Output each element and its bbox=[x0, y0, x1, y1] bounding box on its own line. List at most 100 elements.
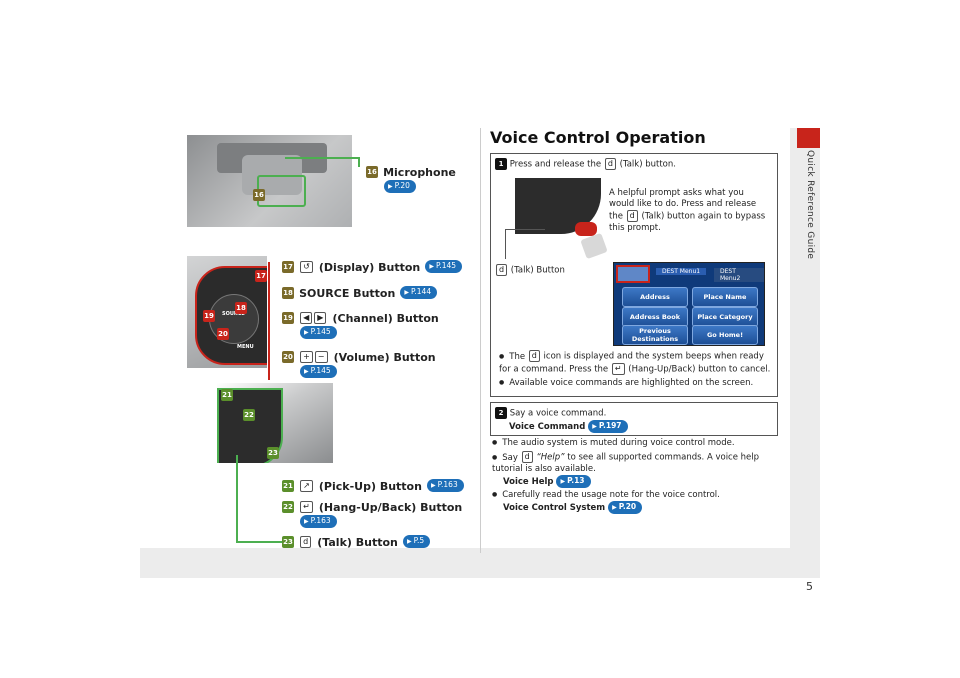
screen-btn-previous-destinations[interactable]: Previous Destinations bbox=[622, 325, 688, 345]
talk-icon: d bbox=[604, 158, 616, 170]
badge-22-label: 22 bbox=[282, 500, 294, 513]
pickup-text: (Pick-Up) Button bbox=[318, 480, 422, 493]
ref-link[interactable]: P.144 bbox=[400, 286, 438, 299]
talk-text: (Talk) Button bbox=[317, 536, 398, 549]
voice-icon bbox=[616, 265, 650, 283]
voice-control-system-link[interactable]: Voice Control System bbox=[503, 503, 606, 513]
ref-link[interactable]: P.13 bbox=[556, 474, 591, 488]
prompt-note-b: (Talk) button again to bypass this promp… bbox=[609, 211, 766, 233]
badge-23-label: 23 bbox=[282, 535, 294, 548]
green-callout-line bbox=[236, 455, 238, 543]
arrow-icon bbox=[580, 232, 608, 260]
channel-button-label: 19 ◀▶ (Channel) Button bbox=[282, 307, 439, 326]
bullet-text: Available voice commands are highlighted… bbox=[499, 378, 753, 388]
hangup-button-label: 22 ↵ (Hang-Up/Back) Button bbox=[282, 496, 462, 515]
ref-link[interactable]: P.20 bbox=[384, 180, 416, 193]
screen-btn-place-category[interactable]: Place Category bbox=[692, 307, 758, 327]
talk-icon: d bbox=[496, 264, 508, 276]
page-number: 5 bbox=[806, 580, 813, 593]
step-1-box: 1 Press and release the d (Talk) button.… bbox=[490, 153, 778, 397]
note-2: Say d “Help” to see all supported comman… bbox=[492, 451, 772, 488]
ref-link[interactable]: P.145 bbox=[425, 260, 463, 273]
badge-16: 16 bbox=[253, 189, 265, 201]
talk-icon: d bbox=[528, 350, 540, 362]
microphone-label: 16 Microphone bbox=[366, 161, 456, 180]
bullet-text-b: icon is displayed and the system beeps w… bbox=[499, 351, 764, 375]
talk-button-photo bbox=[515, 178, 601, 236]
ref-link[interactable]: P.20 bbox=[608, 501, 643, 514]
screen-btn-address[interactable]: Address bbox=[622, 287, 688, 307]
microphone-text: Microphone bbox=[383, 166, 456, 179]
hangup-icon: ↵ bbox=[611, 362, 625, 375]
badge-21: 21 bbox=[221, 389, 233, 401]
screen-tab-1[interactable]: DEST Menu1 bbox=[656, 268, 707, 275]
badge-20-label: 20 bbox=[282, 350, 294, 363]
talk-button-label: 23 d (Talk) Button P.5 bbox=[282, 531, 431, 550]
badge-19: 19 bbox=[203, 310, 215, 322]
volume-button-label: 20 +− (Volume) Button bbox=[282, 346, 436, 365]
note-text: The audio system is muted during voice c… bbox=[492, 438, 735, 448]
badge-23: 23 bbox=[267, 447, 279, 459]
note-text-a: Say bbox=[492, 453, 518, 463]
hangup-text: (Hang-Up/Back) Button bbox=[318, 501, 463, 514]
channel-text: (Channel) Button bbox=[332, 312, 439, 325]
side-strip bbox=[790, 128, 820, 548]
source-button-text: SOURCE Button bbox=[299, 287, 396, 300]
screen-tab-2[interactable]: DEST Menu2 bbox=[714, 268, 764, 282]
navigation-screen: DEST Menu1 DEST Menu2 Address Place Name… bbox=[613, 262, 765, 346]
badge-18-label: 18 bbox=[282, 286, 294, 299]
column-divider bbox=[480, 128, 481, 553]
step-1-badge: 1 bbox=[495, 158, 507, 170]
display-icon: ↺ bbox=[300, 260, 313, 273]
channel-right-icon: ▶ bbox=[314, 311, 327, 324]
ref-link[interactable]: P.5 bbox=[402, 535, 431, 548]
note-text-b: to see all supported commands. A voice h… bbox=[492, 452, 760, 474]
badge-20: 20 bbox=[217, 328, 229, 340]
voice-help-link[interactable]: Voice Help bbox=[503, 476, 554, 487]
green-callout-line bbox=[236, 541, 282, 543]
screen-btn-go-home[interactable]: Go Home! bbox=[692, 325, 758, 345]
badge-19-label: 19 bbox=[282, 311, 294, 324]
talk-icon: d bbox=[521, 451, 533, 463]
source-text: SOURCE bbox=[222, 311, 245, 317]
talk-icon: d bbox=[626, 210, 638, 222]
section-title: Voice Control Operation bbox=[490, 128, 706, 147]
display-text: (Display) Button bbox=[318, 261, 421, 274]
badge-18: 18 bbox=[235, 302, 247, 314]
prompt-note: A helpful prompt asks what you would lik… bbox=[609, 188, 769, 234]
badge-16-label: 16 bbox=[366, 165, 378, 178]
source-button-label: 18 SOURCE Button P.144 bbox=[282, 282, 438, 301]
section-label: Quick Reference Guide bbox=[805, 150, 815, 260]
ref-link[interactable]: P.145 bbox=[300, 326, 337, 339]
voice-command-link[interactable]: Voice Command bbox=[509, 422, 586, 432]
note-quote: “Help” bbox=[536, 452, 565, 463]
volume-text: (Volume) Button bbox=[333, 351, 436, 364]
ref-link[interactable]: P.197 bbox=[588, 420, 628, 433]
bullet-text-a: The bbox=[499, 352, 525, 362]
ref-link[interactable]: P.163 bbox=[300, 515, 337, 528]
step-1-text-a: Press and release the bbox=[509, 159, 602, 170]
pickup-button-label: 21 ↗ (Pick-Up) Button P.163 bbox=[282, 475, 464, 494]
ref-link[interactable]: P.163 bbox=[427, 479, 464, 492]
microphone-photo: 16 bbox=[187, 135, 352, 227]
step-1-bullet-1: The d icon is displayed and the system b… bbox=[499, 350, 775, 375]
badge-17: 17 bbox=[255, 270, 267, 282]
screen-btn-place-name[interactable]: Place Name bbox=[692, 287, 758, 307]
step-2-text: Say a voice command. bbox=[509, 408, 607, 419]
ref-link[interactable]: P.145 bbox=[300, 365, 337, 378]
right-steering-pad-photo: 21 22 23 bbox=[217, 383, 333, 463]
volume-plus-icon: + bbox=[300, 350, 313, 363]
talk-icon: d bbox=[300, 535, 312, 548]
badge-22: 22 bbox=[243, 409, 255, 421]
display-button-label: 17 ↺ (Display) Button P.145 bbox=[282, 256, 463, 275]
microphone-ref[interactable]: P.20 bbox=[384, 176, 416, 195]
channel-left-icon: ◀ bbox=[300, 311, 313, 324]
note-1: The audio system is muted during voice c… bbox=[492, 437, 735, 449]
callout-line bbox=[285, 157, 360, 159]
badge-21-label: 21 bbox=[282, 479, 294, 492]
screen-btn-address-book[interactable]: Address Book bbox=[622, 307, 688, 327]
pickup-icon: ↗ bbox=[300, 479, 313, 492]
badge-17-label: 17 bbox=[282, 260, 294, 273]
bullet-text-c: (Hang-Up/Back) button to cancel. bbox=[628, 364, 771, 374]
menu-text: MENU bbox=[237, 344, 254, 350]
